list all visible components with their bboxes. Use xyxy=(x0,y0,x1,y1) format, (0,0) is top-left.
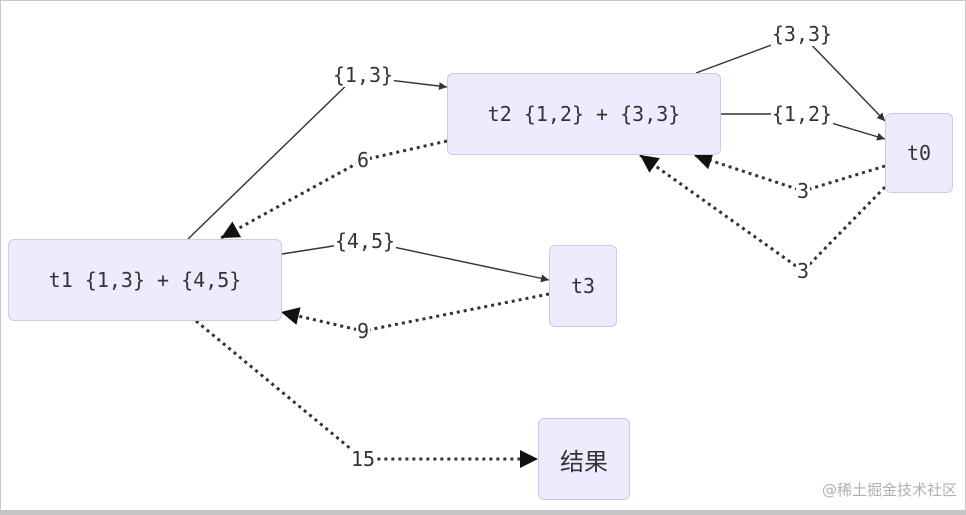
edge-t0-to-t2-return-b xyxy=(639,153,887,273)
edge-label-t0-to-t2-return-b: 3 xyxy=(795,259,811,283)
edge-label-t1-to-t3: {4,5} xyxy=(333,229,397,253)
edge-t1-to-result xyxy=(195,319,538,468)
edge-label-t3-to-t1-return: 9 xyxy=(355,319,371,343)
edge-t0-to-t2-return-a xyxy=(693,152,886,193)
edge-t2-to-t1-return xyxy=(220,139,448,240)
node-t2: t2 {1,2} + {3,3} xyxy=(447,73,721,155)
node-t0: t0 xyxy=(885,113,953,193)
edge-label-t0-to-t2-return-a: 3 xyxy=(795,179,811,203)
node-t3: t3 xyxy=(549,245,617,327)
node-t0-label: t0 xyxy=(906,141,932,165)
edge-label-t2-to-t0-a: {3,3} xyxy=(770,22,834,46)
node-t1: t1 {1,3} + {4,5} xyxy=(8,239,282,321)
edge-t1-to-t3 xyxy=(281,240,550,283)
edge-label-t1-to-t2: {1,3} xyxy=(331,63,395,87)
edge-label-t2-to-t0-b: {1,2} xyxy=(770,102,834,126)
node-t3-label: t3 xyxy=(570,274,596,298)
node-t2-label: t2 {1,2} + {3,3} xyxy=(487,102,681,126)
edge-label-t2-to-t1-return: 6 xyxy=(355,148,371,172)
edge-label-t1-to-result: 15 xyxy=(349,447,377,471)
node-result: 结果 xyxy=(538,418,630,500)
edge-t1-to-t2 xyxy=(187,75,448,240)
node-result-label: 结果 xyxy=(560,447,608,476)
watermark-text: @稀土掘金技术社区 xyxy=(821,481,957,499)
node-t1-label: t1 {1,3} + {4,5} xyxy=(48,268,242,292)
edge-t3-to-t1-return xyxy=(280,292,550,333)
